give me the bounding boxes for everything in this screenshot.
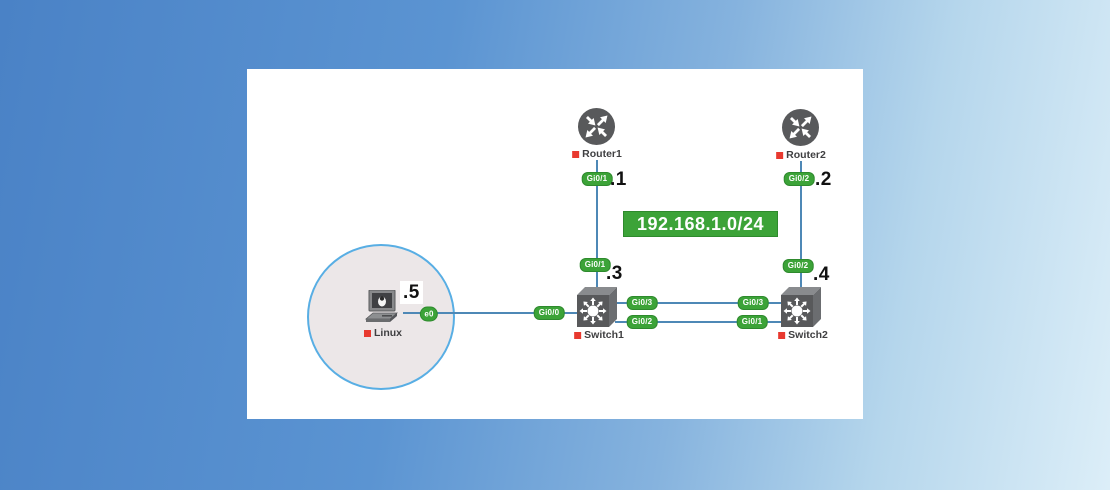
status-square-icon (364, 329, 371, 337)
linux-label: Linux (364, 327, 402, 339)
switch1-label: Switch1 (574, 329, 624, 341)
ip-suffix-switch1: .3 (606, 263, 623, 284)
interface-label-router2-gi02: Gi0/2 (783, 172, 815, 186)
router1-node[interactable] (578, 108, 615, 150)
ip-suffix-router1: .1 (610, 169, 627, 190)
interface-label-router1-gi01: Gi0/1 (581, 172, 613, 186)
linux-node[interactable] (364, 289, 402, 329)
switch2-label: Switch2 (778, 329, 828, 341)
router-icon (782, 109, 819, 146)
topology-canvas[interactable]: 192.168.1.0/24 Router1 Gi0/1 .1 (247, 69, 863, 419)
interface-label-switch2-gi03: Gi0/3 (737, 296, 769, 310)
device-name: Switch2 (788, 329, 828, 341)
router2-label: Router2 (776, 149, 826, 161)
interface-label-switch1-gi00: Gi0/0 (533, 306, 565, 320)
ip-suffix-router2: .2 (815, 169, 832, 190)
interface-label-switch2-gi02: Gi0/2 (782, 259, 814, 273)
link-switch1-switch2-top[interactable] (615, 302, 781, 304)
subnet-label: 192.168.1.0/24 (623, 211, 778, 237)
device-name: Router2 (786, 149, 826, 161)
interface-label-switch2-gi01: Gi0/1 (736, 315, 768, 329)
router-icon (578, 108, 615, 145)
interface-label-switch1-gi02: Gi0/2 (626, 315, 658, 329)
status-square-icon (572, 150, 580, 158)
link-router2-switch2[interactable] (800, 161, 802, 287)
status-square-icon (776, 151, 784, 159)
switch2-node[interactable] (781, 287, 821, 332)
switch-icon (577, 287, 617, 327)
router1-label: Router1 (572, 148, 622, 160)
status-square-icon (778, 331, 786, 339)
link-switch1-switch2-bottom[interactable] (615, 321, 781, 323)
link-linux-switch1[interactable] (403, 312, 578, 314)
interface-label-switch1-gi03: Gi0/3 (626, 296, 658, 310)
interface-label-linux-e0: e0 (419, 306, 439, 322)
router2-node[interactable] (782, 109, 819, 151)
ip-suffix-linux: .5 (400, 281, 423, 304)
link-router1-switch1[interactable] (596, 160, 598, 288)
interface-label-switch1-gi01: Gi0/1 (579, 258, 611, 272)
ip-suffix-switch2: .4 (813, 264, 830, 285)
device-name: Switch1 (584, 329, 624, 341)
switch1-node[interactable] (577, 287, 617, 332)
switch-icon (781, 287, 821, 327)
linux-host-icon (364, 289, 399, 322)
device-name: Router1 (582, 148, 622, 160)
device-name: Linux (374, 327, 402, 339)
status-square-icon (574, 331, 582, 339)
